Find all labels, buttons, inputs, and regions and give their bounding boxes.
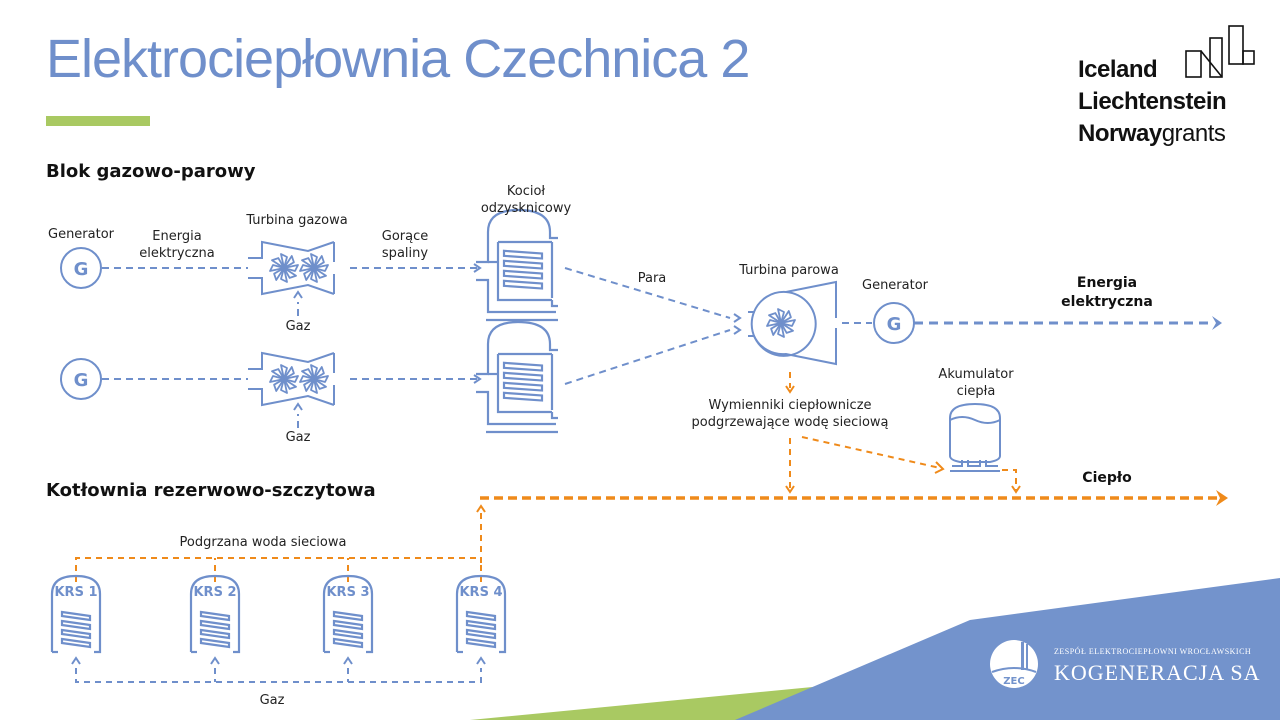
label-kociol: Kocioł odzysknicowy	[481, 183, 571, 217]
generator-3-symbol: G	[887, 314, 902, 335]
label-kociol-line2: odzysknicowy	[480, 201, 572, 216]
label-turbina-parowa: Turbina parowa	[739, 263, 839, 278]
steam-turbine	[748, 280, 837, 366]
label-generator-1: Generator	[47, 227, 115, 242]
label-energia-elektryczna: Energia elektryczna	[139, 228, 214, 262]
label-akumulator-line1: Akumulator	[938, 367, 1014, 382]
zec-name: KOGENERACJA SA	[1054, 660, 1261, 685]
label-kociol-line1: Kocioł	[506, 184, 546, 199]
label-generator-3: Generator	[861, 278, 929, 293]
label-podgrzana-woda: Podgrzana woda sieciowa	[179, 535, 347, 550]
title-accent-bar	[46, 116, 150, 126]
blue-arrowheads	[293, 263, 742, 411]
section-title-combined-cycle: Blok gazowo-parowy	[46, 161, 256, 182]
label-para: Para	[637, 271, 667, 286]
logo-grants: grants	[1161, 120, 1226, 147]
label-output-line1: Energia	[1076, 275, 1138, 291]
generator-1-symbol: G	[74, 259, 89, 280]
krs-boiler-4: KRS 4	[455, 574, 507, 654]
electric-flow-lines	[102, 267, 872, 428]
page-title: Elektrociepłownia Czechnica 2	[46, 29, 750, 89]
krs-1-label: KRS 1	[54, 585, 97, 600]
recovery-boiler-1	[474, 208, 560, 322]
gas-turbine-2	[248, 353, 334, 405]
label-wymienniki-line2: podgrzewające wodę sieciową	[691, 415, 889, 430]
orange-arrowheads	[476, 385, 1021, 513]
zec-subtitle: ZESPÓŁ ELEKTROCIEPŁOWNI WROCŁAWSKICH	[1054, 647, 1252, 656]
eea-grants-logo: Iceland Liechtenstein Norwaygrants	[1078, 24, 1268, 154]
krs-3-label: KRS 3	[326, 585, 369, 600]
label-wymienniki-line1: Wymienniki ciepłownicze	[708, 398, 872, 413]
heat-output-arrow-icon	[1216, 490, 1228, 506]
label-output-electric: Energia elektryczna	[1061, 274, 1153, 312]
label-energia-line2: elektryczna	[139, 246, 215, 261]
gas-turbine-1	[248, 242, 334, 294]
krs-4-label: KRS 4	[459, 585, 502, 600]
zec-emblem-icon: ZEC	[990, 640, 1038, 688]
logo-line-liechtenstein: Liechtenstein	[1078, 88, 1227, 115]
label-turbina-gazowa: Turbina gazowa	[246, 213, 348, 228]
section-title-reserve-boilers: Kotłownia rezerwowo-szczytowa	[46, 480, 376, 501]
krs-boiler-2: KRS 2	[189, 574, 241, 654]
label-gaz-2: Gaz	[285, 430, 311, 445]
label-akumulator: Akumulator ciepła	[938, 366, 1013, 400]
label-gorace-spaliny: Gorące spaliny	[382, 228, 428, 262]
krs-boiler-3: KRS 3	[322, 574, 374, 654]
krs-boiler-1: KRS 1	[50, 574, 102, 654]
logo-line-iceland: Iceland	[1078, 56, 1158, 83]
generator-2: G	[60, 358, 102, 400]
krs-gas-arrowheads	[71, 656, 486, 665]
logo-norway: Norway	[1078, 120, 1162, 147]
krs-2-label: KRS 2	[193, 585, 236, 600]
label-wymienniki: Wymienniki ciepłownicze podgrzewające wo…	[692, 397, 889, 431]
generator-3: G	[873, 302, 915, 344]
label-energia-line1: Energia	[152, 229, 202, 244]
label-gaz-krs: Gaz	[259, 693, 285, 708]
label-gaz-1: Gaz	[285, 319, 311, 334]
krs-gas-lines	[75, 668, 482, 683]
generator-2-symbol: G	[74, 370, 89, 391]
label-output-line2: elektryczna	[1061, 294, 1153, 310]
label-cieplo: Ciepło	[1082, 470, 1132, 486]
recovery-boiler-2	[474, 320, 560, 434]
label-gorace-line1: Gorące	[381, 229, 429, 244]
label-akumulator-line2: ciepła	[956, 384, 996, 399]
eea-logo-mark-icon	[1185, 25, 1255, 78]
heat-accumulator	[949, 402, 1001, 472]
logo-line-norway: Norwaygrants	[1078, 120, 1226, 148]
generator-1: G	[60, 247, 102, 289]
label-gorace-line2: spaliny	[381, 246, 429, 261]
zec-logo-text: ZESPÓŁ ELEKTROCIEPŁOWNI WROCŁAWSKICH KOG…	[1054, 647, 1261, 686]
heat-flow-lines	[75, 372, 1017, 582]
electric-output-arrow-icon	[1212, 316, 1222, 330]
zec-emblem-text: ZEC	[1003, 676, 1024, 687]
